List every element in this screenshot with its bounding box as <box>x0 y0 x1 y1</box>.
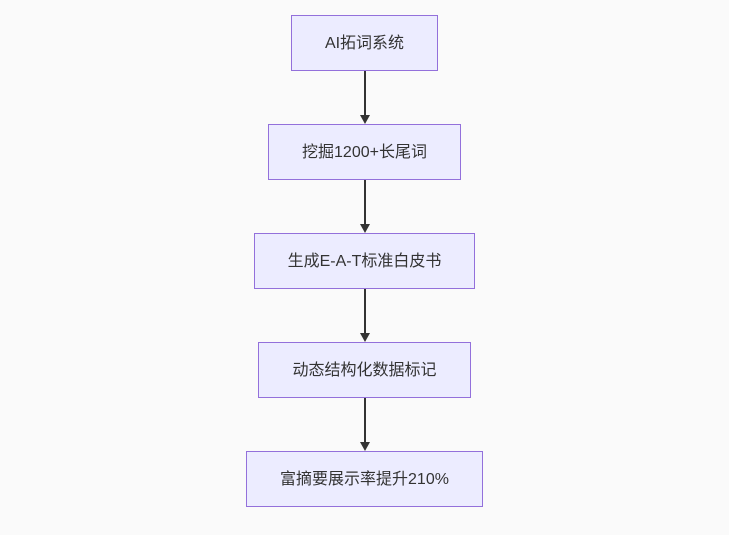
flow-node-label: AI拓词系统 <box>324 34 405 52</box>
flow-node-label: 挖掘1200+长尾词 <box>302 143 427 161</box>
flow-node-longtail-mining: 挖掘1200+长尾词 <box>268 124 461 180</box>
flow-arrow-1 <box>359 71 370 124</box>
flow-node-rich-snippet-result: 富摘要展示率提升210% <box>246 451 483 507</box>
arrow-line <box>363 398 366 442</box>
flow-node-eat-whitepaper: 生成E-A-T标准白皮书 <box>253 233 476 289</box>
flow-node-ai-word-system: AI拓词系统 <box>290 15 439 71</box>
arrowhead-down-icon <box>359 333 370 342</box>
flow-node-label: 富摘要展示率提升210% <box>280 470 449 488</box>
arrow-line <box>363 71 366 115</box>
arrowhead-down-icon <box>359 224 370 233</box>
flow-node-structured-data-markup: 动态结构化数据标记 <box>258 342 471 398</box>
flow-arrow-3 <box>359 289 370 342</box>
flow-arrow-2 <box>359 180 370 233</box>
arrow-line <box>363 180 366 224</box>
arrowhead-down-icon <box>359 442 370 451</box>
flow-arrow-4 <box>359 398 370 451</box>
flowchart: AI拓词系统 挖掘1200+长尾词 生成E-A-T标准白皮书 动态结构化数据标记 <box>246 15 483 507</box>
flow-node-label: 生成E-A-T标准白皮书 <box>287 252 442 270</box>
arrow-line <box>363 289 366 333</box>
arrowhead-down-icon <box>359 115 370 124</box>
flow-node-label: 动态结构化数据标记 <box>292 361 437 379</box>
